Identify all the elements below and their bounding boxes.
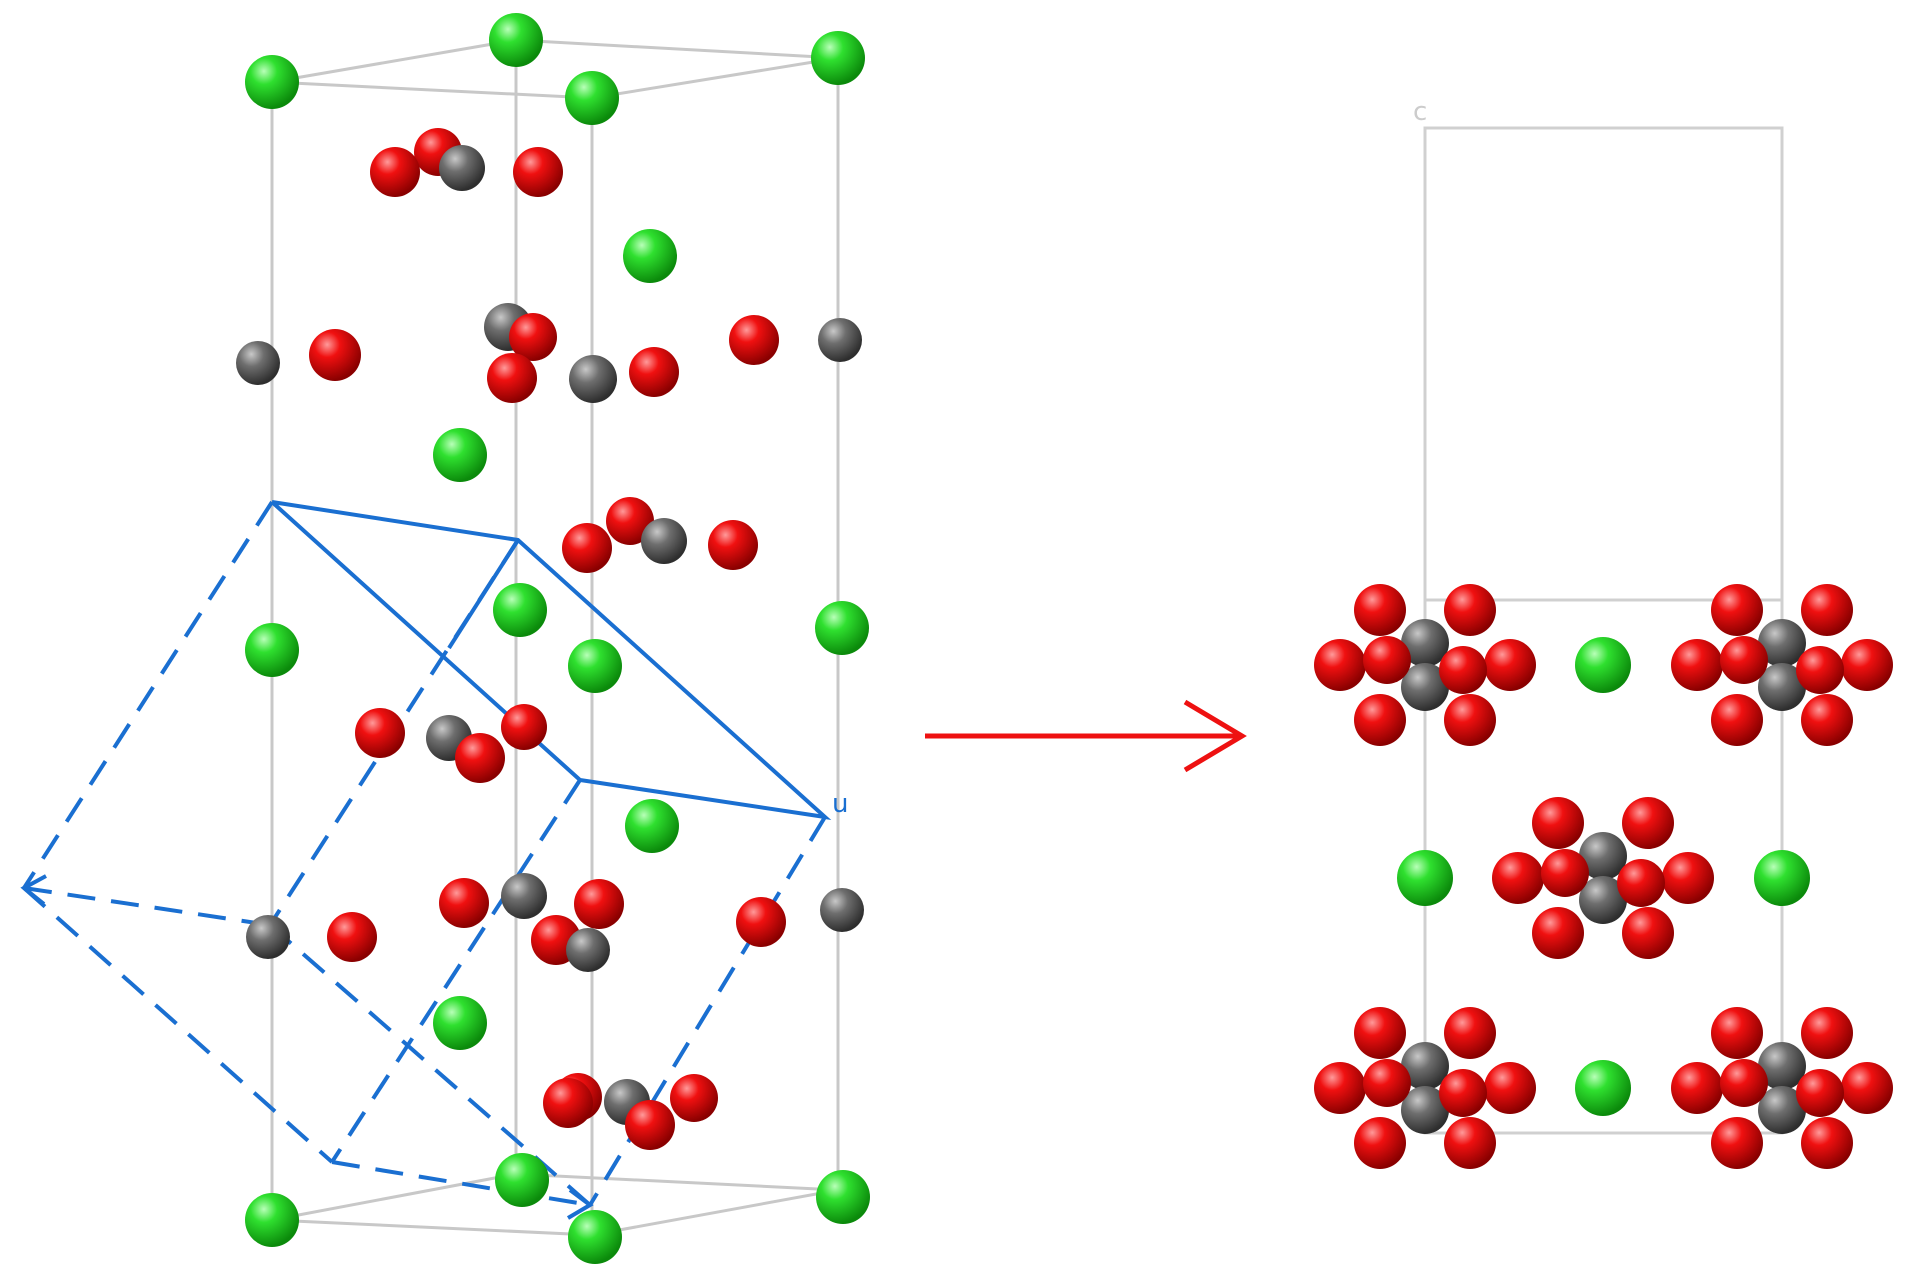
carbonate-group xyxy=(246,912,377,962)
carbonate-group xyxy=(370,128,563,197)
carbonate-group xyxy=(736,888,864,947)
carbonate-group xyxy=(543,1073,718,1150)
calcium-atoms-left xyxy=(245,13,870,1264)
carbonate-group xyxy=(729,315,862,365)
primitive-cell-arrowhead xyxy=(566,1188,594,1220)
carbonate-cluster xyxy=(1314,584,1536,746)
carbonate-group xyxy=(236,329,361,385)
carbonate-cluster xyxy=(1492,797,1714,959)
left-axis-label: u xyxy=(832,789,848,819)
transformation-arrow xyxy=(925,699,1247,773)
cell-bottom-face xyxy=(271,1172,839,1237)
carbonate-group xyxy=(355,704,547,783)
primitive-cell-arrowhead xyxy=(20,874,47,906)
carbonate-cluster xyxy=(1671,584,1893,746)
carbonate-groups-left xyxy=(236,128,864,1150)
carbonate-cluster xyxy=(1671,1007,1893,1169)
carbonate-group xyxy=(484,303,679,403)
right-axis-label: c xyxy=(1413,97,1427,127)
carbonate-group xyxy=(439,873,624,972)
carbonate-cluster xyxy=(1314,1007,1536,1169)
cell-top-face xyxy=(271,38,839,100)
carbonate-clusters-right xyxy=(1314,584,1893,1169)
hexagonal-cell xyxy=(270,38,840,1237)
calcium-atoms-right xyxy=(1397,637,1810,1116)
carbonate-group xyxy=(562,497,758,573)
